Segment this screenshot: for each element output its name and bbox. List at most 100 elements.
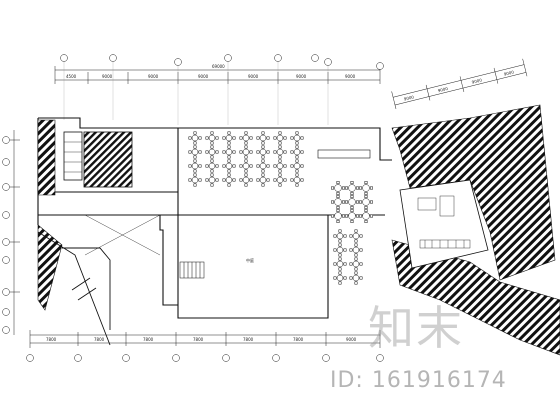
dining-table — [293, 162, 301, 170]
chair — [278, 155, 282, 159]
chair — [239, 178, 243, 182]
chair — [336, 181, 340, 184]
dining-table — [191, 176, 199, 184]
chair — [354, 271, 358, 275]
dining-table — [336, 246, 344, 254]
chair — [345, 186, 348, 190]
chair — [295, 183, 299, 187]
chair — [338, 239, 342, 243]
chair — [256, 164, 260, 168]
chair — [359, 262, 363, 266]
rotated-dimension-line: 9000 9000 9000 9000 — [391, 58, 528, 109]
chair — [336, 209, 340, 212]
dining-table — [242, 134, 250, 142]
chair — [350, 209, 354, 212]
chair — [342, 214, 345, 218]
dining-table — [276, 134, 284, 142]
chair — [338, 257, 342, 261]
chair — [354, 281, 358, 285]
bottom-dim-3: 7800 — [143, 337, 154, 342]
chair — [350, 192, 354, 195]
chair — [336, 220, 340, 223]
chair — [188, 164, 192, 168]
top-dimension-labels: 4500 9000 9000 9000 9000 9000 9000 — [66, 74, 356, 79]
rot-dim-3: 9000 — [471, 77, 483, 84]
chair — [244, 145, 248, 149]
chair — [354, 243, 358, 247]
chair — [193, 131, 197, 135]
bottom-dimension-labels: 7800 7800 7800 7800 7800 7800 9000 — [46, 337, 357, 342]
chair — [331, 214, 334, 218]
chair — [266, 136, 270, 140]
dining-table — [352, 274, 360, 282]
chair — [359, 276, 363, 280]
dining-table — [191, 148, 199, 156]
bottom-dim-2: 7800 — [94, 337, 105, 342]
dining-table — [352, 246, 360, 254]
chair — [300, 150, 304, 154]
chair — [278, 183, 282, 187]
dining-table — [276, 148, 284, 156]
chair — [283, 150, 287, 154]
chair — [266, 164, 270, 168]
top-axis-bubbles — [60, 54, 384, 70]
chair — [350, 220, 354, 223]
chair — [356, 186, 359, 190]
chair — [349, 234, 353, 238]
bottom-axis-bubbles — [26, 354, 384, 362]
chair — [232, 178, 236, 182]
chair — [205, 136, 209, 140]
chair — [343, 234, 347, 238]
chair — [356, 214, 359, 218]
hatched-wall-left — [37, 119, 56, 196]
dining-table — [242, 176, 250, 184]
rot-dim-4: 9000 — [503, 69, 515, 76]
chair — [244, 173, 248, 177]
chair — [256, 178, 260, 182]
chair — [300, 178, 304, 182]
chair — [356, 200, 359, 204]
chair — [342, 186, 345, 190]
dining-table — [191, 134, 199, 142]
left-axis-bubbles — [2, 136, 10, 334]
chair — [364, 209, 368, 212]
chair — [354, 239, 358, 243]
chair — [222, 136, 226, 140]
dining-table — [352, 260, 360, 268]
chair — [227, 145, 231, 149]
hatched-zone-right — [391, 104, 556, 281]
chair — [364, 192, 368, 195]
chair — [193, 145, 197, 149]
chair — [249, 164, 253, 168]
dining-table — [334, 198, 342, 206]
chair — [295, 169, 299, 173]
chair — [222, 178, 226, 182]
chair — [350, 206, 354, 209]
chair — [349, 248, 353, 252]
chair — [338, 253, 342, 257]
chair — [359, 214, 362, 218]
chair — [338, 281, 342, 285]
dining-table — [293, 148, 301, 156]
chair — [210, 159, 214, 163]
chair — [295, 159, 299, 163]
dining-table — [293, 134, 301, 142]
chair — [338, 267, 342, 271]
dining-table-layout — [188, 131, 373, 285]
chair — [198, 136, 202, 140]
chair — [350, 195, 354, 198]
stair-shaft-lines — [64, 141, 82, 173]
dining-table — [276, 176, 284, 184]
chair — [188, 150, 192, 154]
chair — [300, 164, 304, 168]
watermark-logo: 知末 — [368, 301, 464, 355]
chair — [222, 150, 226, 154]
rot-dim-1: 9000 — [403, 94, 415, 101]
chair — [354, 257, 358, 261]
chair — [278, 173, 282, 177]
chair — [210, 183, 214, 187]
chair — [273, 164, 277, 168]
stair-shaft — [63, 131, 83, 181]
chair — [215, 178, 219, 182]
